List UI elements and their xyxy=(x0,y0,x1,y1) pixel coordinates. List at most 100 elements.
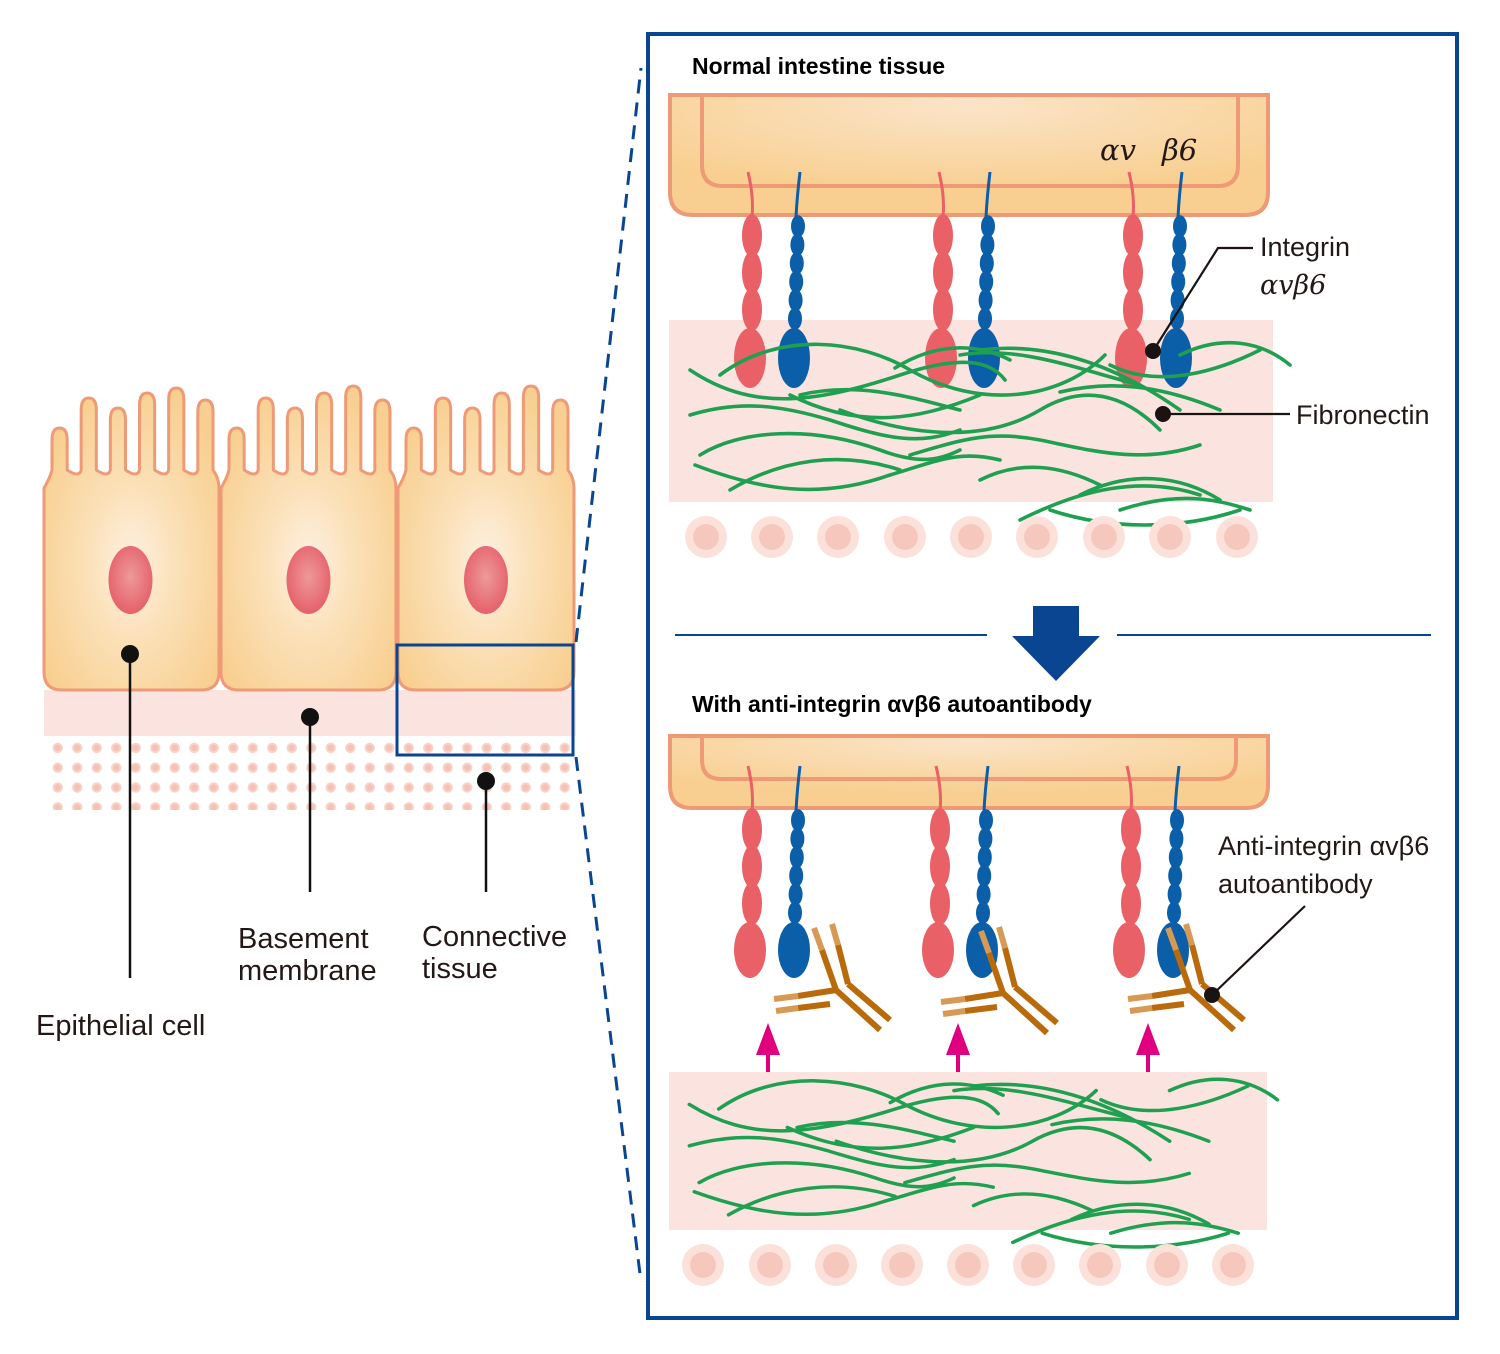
antibody-arm xyxy=(1189,944,1205,985)
label-basement-membrane-2: membrane xyxy=(238,955,377,987)
label-connective-tissue-2: tissue xyxy=(422,953,498,985)
antibody-arm xyxy=(797,1001,831,1011)
up-arrow-icon xyxy=(756,1023,780,1055)
antibody-arm-tip xyxy=(773,993,799,1002)
bottom-cell-membrane xyxy=(668,734,1270,810)
fibronectin-fiber xyxy=(1048,508,1242,527)
fibronectin-fiber xyxy=(698,431,962,462)
zoom-region-box xyxy=(395,643,575,757)
label-basement-membrane-1: Basement xyxy=(238,923,369,955)
beta-domain xyxy=(789,864,804,887)
fibronectin-fiber xyxy=(903,1163,1192,1185)
beta-domain xyxy=(789,270,804,293)
beta-subunit-label: β6 xyxy=(1161,133,1197,167)
top-leader-lines xyxy=(1145,246,1290,422)
antibody-stem xyxy=(833,987,883,1033)
alpha-tail xyxy=(746,765,754,812)
beta-tail xyxy=(1176,171,1184,218)
fibronectin-fiber xyxy=(888,1082,1005,1105)
fibronectin-fiber xyxy=(1099,1084,1250,1113)
fibronectin-fiber xyxy=(1040,1231,1231,1249)
top-fibronectin-fibers xyxy=(688,340,1292,527)
beta-tail xyxy=(794,765,802,812)
beta-domain xyxy=(978,827,993,850)
connective-cell-nucleus xyxy=(693,524,719,550)
fibronectin-fiber xyxy=(693,463,892,492)
nucleus xyxy=(108,546,153,614)
fibronectin-fiber xyxy=(1078,476,1222,502)
beta-head xyxy=(778,922,810,978)
beta-domain xyxy=(980,233,995,256)
beta-domain xyxy=(1170,809,1184,832)
antibody-arm xyxy=(1151,987,1191,999)
epithelial-cell xyxy=(219,384,398,692)
beta-domain xyxy=(1170,307,1184,330)
fibronectin-fiber xyxy=(1058,384,1222,412)
beta-head xyxy=(968,328,1000,388)
fibronectin-fiber xyxy=(834,1125,1152,1164)
alpha-domain xyxy=(742,214,762,257)
beta-domain xyxy=(791,215,805,238)
connective-cell-nucleus xyxy=(955,1252,981,1278)
connective-cell-nucleus xyxy=(1157,524,1183,550)
fibronectin-fiber xyxy=(1018,484,1202,522)
antibody-arm xyxy=(797,987,837,999)
connective-cell-nucleus xyxy=(1224,524,1250,550)
beta-domain xyxy=(1168,864,1183,887)
beta-domain xyxy=(790,233,805,256)
alpha-tail xyxy=(934,765,942,812)
alpha-domain xyxy=(1123,288,1143,331)
integrin-label-2: αvβ6 xyxy=(1260,270,1326,301)
beta-domain xyxy=(1172,233,1187,256)
nucleus xyxy=(464,546,508,614)
beta-tail xyxy=(794,171,802,218)
antibody-arm-tip xyxy=(811,926,825,952)
beta-domain xyxy=(981,215,995,238)
alpha-domain xyxy=(930,808,950,851)
alpha-domain xyxy=(930,845,950,888)
fibronectin-fiber xyxy=(908,434,1202,457)
beta-domain xyxy=(1169,827,1184,850)
fibronectin-fiber xyxy=(718,342,1107,397)
beta-domain xyxy=(1168,846,1183,869)
fibronectin-fiber xyxy=(1118,496,1252,512)
beta-domain xyxy=(788,901,802,924)
nucleus xyxy=(286,546,331,614)
zoom-connector-bottom xyxy=(574,756,643,1283)
antibody-arm xyxy=(1173,949,1193,991)
beta-domain xyxy=(791,809,805,832)
fibronectin-fiber xyxy=(716,1079,1098,1130)
antibody-leader-line xyxy=(1204,905,1306,1003)
alpha-head xyxy=(734,922,766,978)
bottom-connective-cells xyxy=(682,1244,1254,1286)
fibronectin-fiber xyxy=(1167,1077,1280,1102)
zoom-connector-top xyxy=(574,67,643,643)
top-section-title: Normal intestine tissue xyxy=(692,53,945,79)
connective-cell-nucleus xyxy=(1024,524,1050,550)
epithelial-cells xyxy=(42,384,576,692)
bottom-fibronectin-fibers xyxy=(687,1077,1280,1249)
top-cell-membrane xyxy=(668,93,1270,217)
alpha-domain xyxy=(742,845,762,888)
fibronectin-fiber xyxy=(952,1086,1133,1120)
up-arrow-icon xyxy=(1136,1023,1160,1055)
fibronectin-fiber xyxy=(688,404,962,441)
beta-domain xyxy=(790,827,805,850)
antibody-arm-tip xyxy=(1127,993,1153,1002)
fibronectin-fiber xyxy=(697,1161,956,1189)
autoantibody-label-2: autoantibody xyxy=(1218,869,1373,899)
fibronectin-label: Fibronectin xyxy=(1296,400,1430,430)
alpha-domain xyxy=(1123,251,1143,294)
alpha-domain xyxy=(930,882,950,925)
alpha-tail xyxy=(1125,765,1133,812)
beta-domain xyxy=(1171,252,1186,275)
beta-tail xyxy=(982,765,990,812)
beta-domain xyxy=(1171,270,1186,293)
antibody-arm xyxy=(964,1004,998,1014)
top-connective-cells xyxy=(685,516,1258,558)
connective-cell-nucleus xyxy=(823,1252,849,1278)
antibody-arm xyxy=(835,944,851,985)
antibody-arm-tip xyxy=(940,996,966,1005)
beta-tail xyxy=(1173,765,1181,812)
alpha-domain xyxy=(933,288,953,331)
